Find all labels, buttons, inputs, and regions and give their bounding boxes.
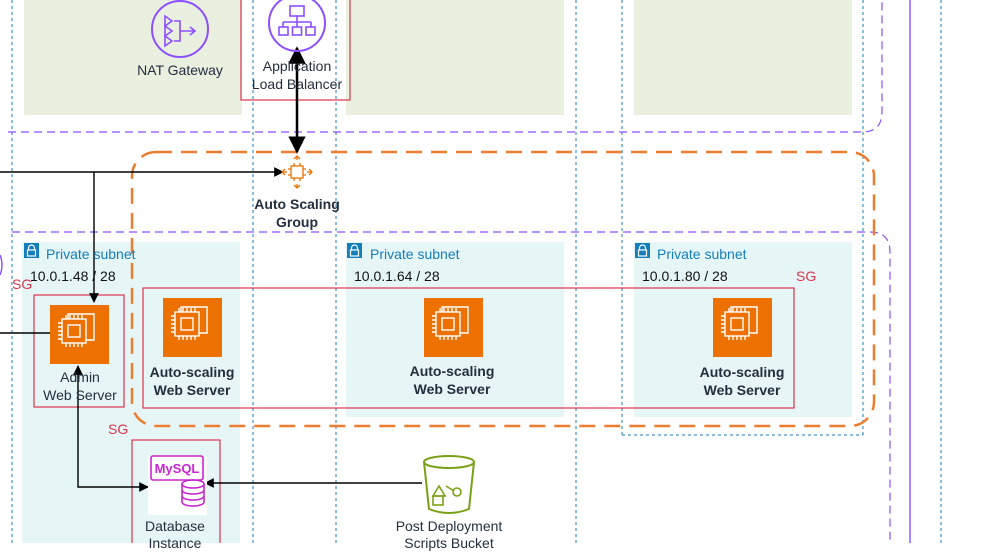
- alb-label-line1: Application: [262, 58, 332, 74]
- web-server-label-line2: Web Server: [703, 382, 781, 398]
- subnet-cidr: 10.0.1.64 / 28: [354, 268, 440, 284]
- admin-server-label-line2: Web Server: [43, 387, 117, 403]
- auto-scaling-group-boundary: [130, 150, 876, 428]
- auto-scaling-icon: [281, 155, 313, 189]
- ec2-icon: [713, 298, 772, 357]
- security-group-database: [131, 439, 221, 543]
- ec2-icon: [50, 305, 109, 364]
- s3-bucket-icon: [423, 455, 475, 514]
- top-subnet-1: [24, 0, 242, 115]
- bucket-label-line1: Post Deployment: [395, 518, 503, 534]
- nat-gateway-icon: [151, 0, 209, 58]
- asg-label-line1: Auto Scaling: [254, 196, 340, 212]
- public-route-boundary: [8, 0, 883, 133]
- security-group-web-servers: [142, 287, 795, 409]
- security-group-label: SG: [12, 276, 33, 292]
- ec2-icon: [424, 298, 483, 357]
- web-server-label-line1: Auto-scaling: [699, 364, 785, 380]
- subnet-title: Private subnet: [657, 246, 747, 262]
- web-server-label-line1: Auto-scaling: [409, 363, 495, 379]
- asg-label-line2: Group: [276, 214, 318, 230]
- subnet-cidr: 10.0.1.48 / 28: [30, 268, 116, 284]
- alb-label-line2: Load Balancer: [251, 76, 343, 92]
- bucket-label-line2: Scripts Bucket: [404, 535, 494, 551]
- web-server-label-line2: Web Server: [153, 382, 231, 398]
- vpc-boundary-left-edge: [0, 254, 3, 276]
- nat-gateway-label: NAT Gateway: [137, 62, 223, 78]
- subnet-title: Private subnet: [370, 246, 460, 262]
- database-label-line2: Instance: [148, 535, 202, 551]
- top-subnet-3: [634, 0, 852, 115]
- load-balancer-icon: [268, 0, 326, 52]
- security-group-label: SG: [108, 421, 129, 437]
- mysql-icon: MySQL: [148, 455, 207, 515]
- lock-icon: [635, 243, 650, 258]
- web-server-label-line2: Web Server: [413, 381, 491, 397]
- private-route-boundary: [12, 231, 891, 543]
- admin-to-database-connector: [73, 365, 149, 492]
- svg-text:MySQL: MySQL: [155, 461, 200, 476]
- subnet-cidr: 10.0.1.80 / 28: [642, 268, 728, 284]
- lock-icon: [24, 243, 39, 258]
- web-server-label-line1: Auto-scaling: [149, 364, 235, 380]
- lock-icon: [347, 243, 362, 258]
- admin-server-label-line1: Admin: [60, 369, 100, 385]
- connectors: [0, 46, 422, 492]
- availability-zone-lines: [11, 0, 942, 543]
- security-group-label: SG: [796, 268, 817, 284]
- subnet-title: Private subnet: [46, 246, 136, 262]
- ec2-icon: [163, 298, 222, 357]
- top-subnet-2: [346, 0, 564, 115]
- database-label-line1: Database: [145, 518, 205, 534]
